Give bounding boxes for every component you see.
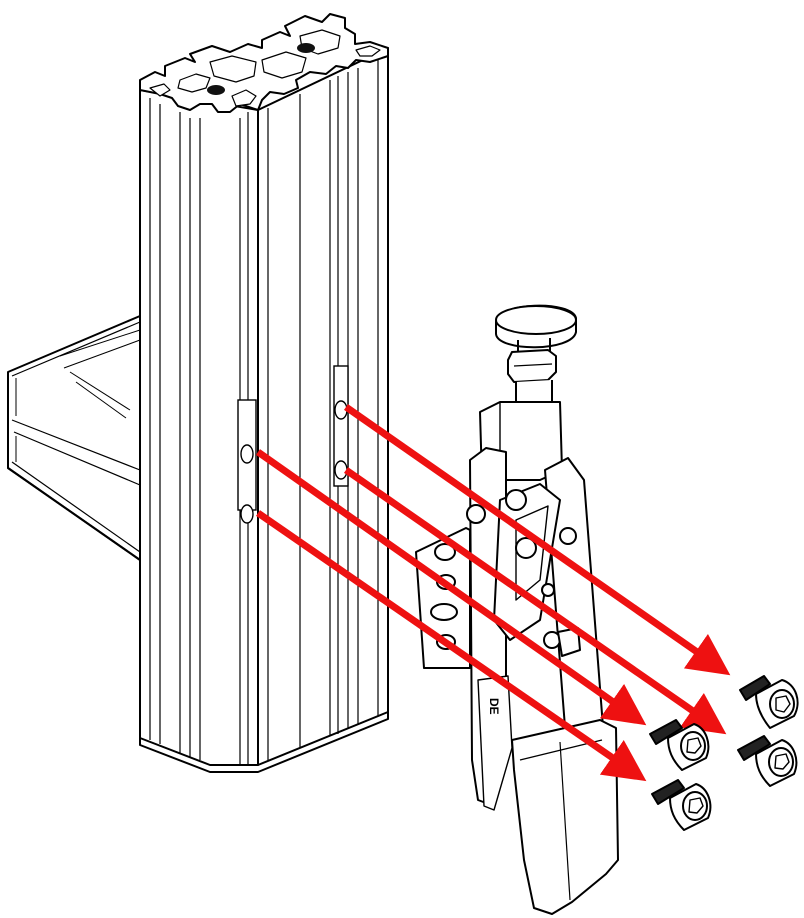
- t-slot-nuts: [237, 365, 349, 524]
- profile-bore: [297, 43, 315, 53]
- bolt-2: [649, 719, 710, 771]
- horizontal-profile: [7, 315, 141, 561]
- profile-bore: [207, 85, 225, 95]
- bolts: [649, 675, 799, 831]
- clamp-marking: DE: [487, 698, 501, 715]
- arrow-3: [344, 467, 727, 735]
- bolt-3: [737, 735, 798, 787]
- toggle-clamp: [415, 304, 619, 915]
- arrow-1: [343, 404, 731, 676]
- arrow-2: [255, 449, 647, 726]
- bolt-4: [651, 779, 712, 831]
- bolt-1: [739, 675, 799, 729]
- assembly-arrows: [255, 404, 731, 782]
- arrow-4: [256, 510, 647, 782]
- vertical-profile: [139, 13, 389, 773]
